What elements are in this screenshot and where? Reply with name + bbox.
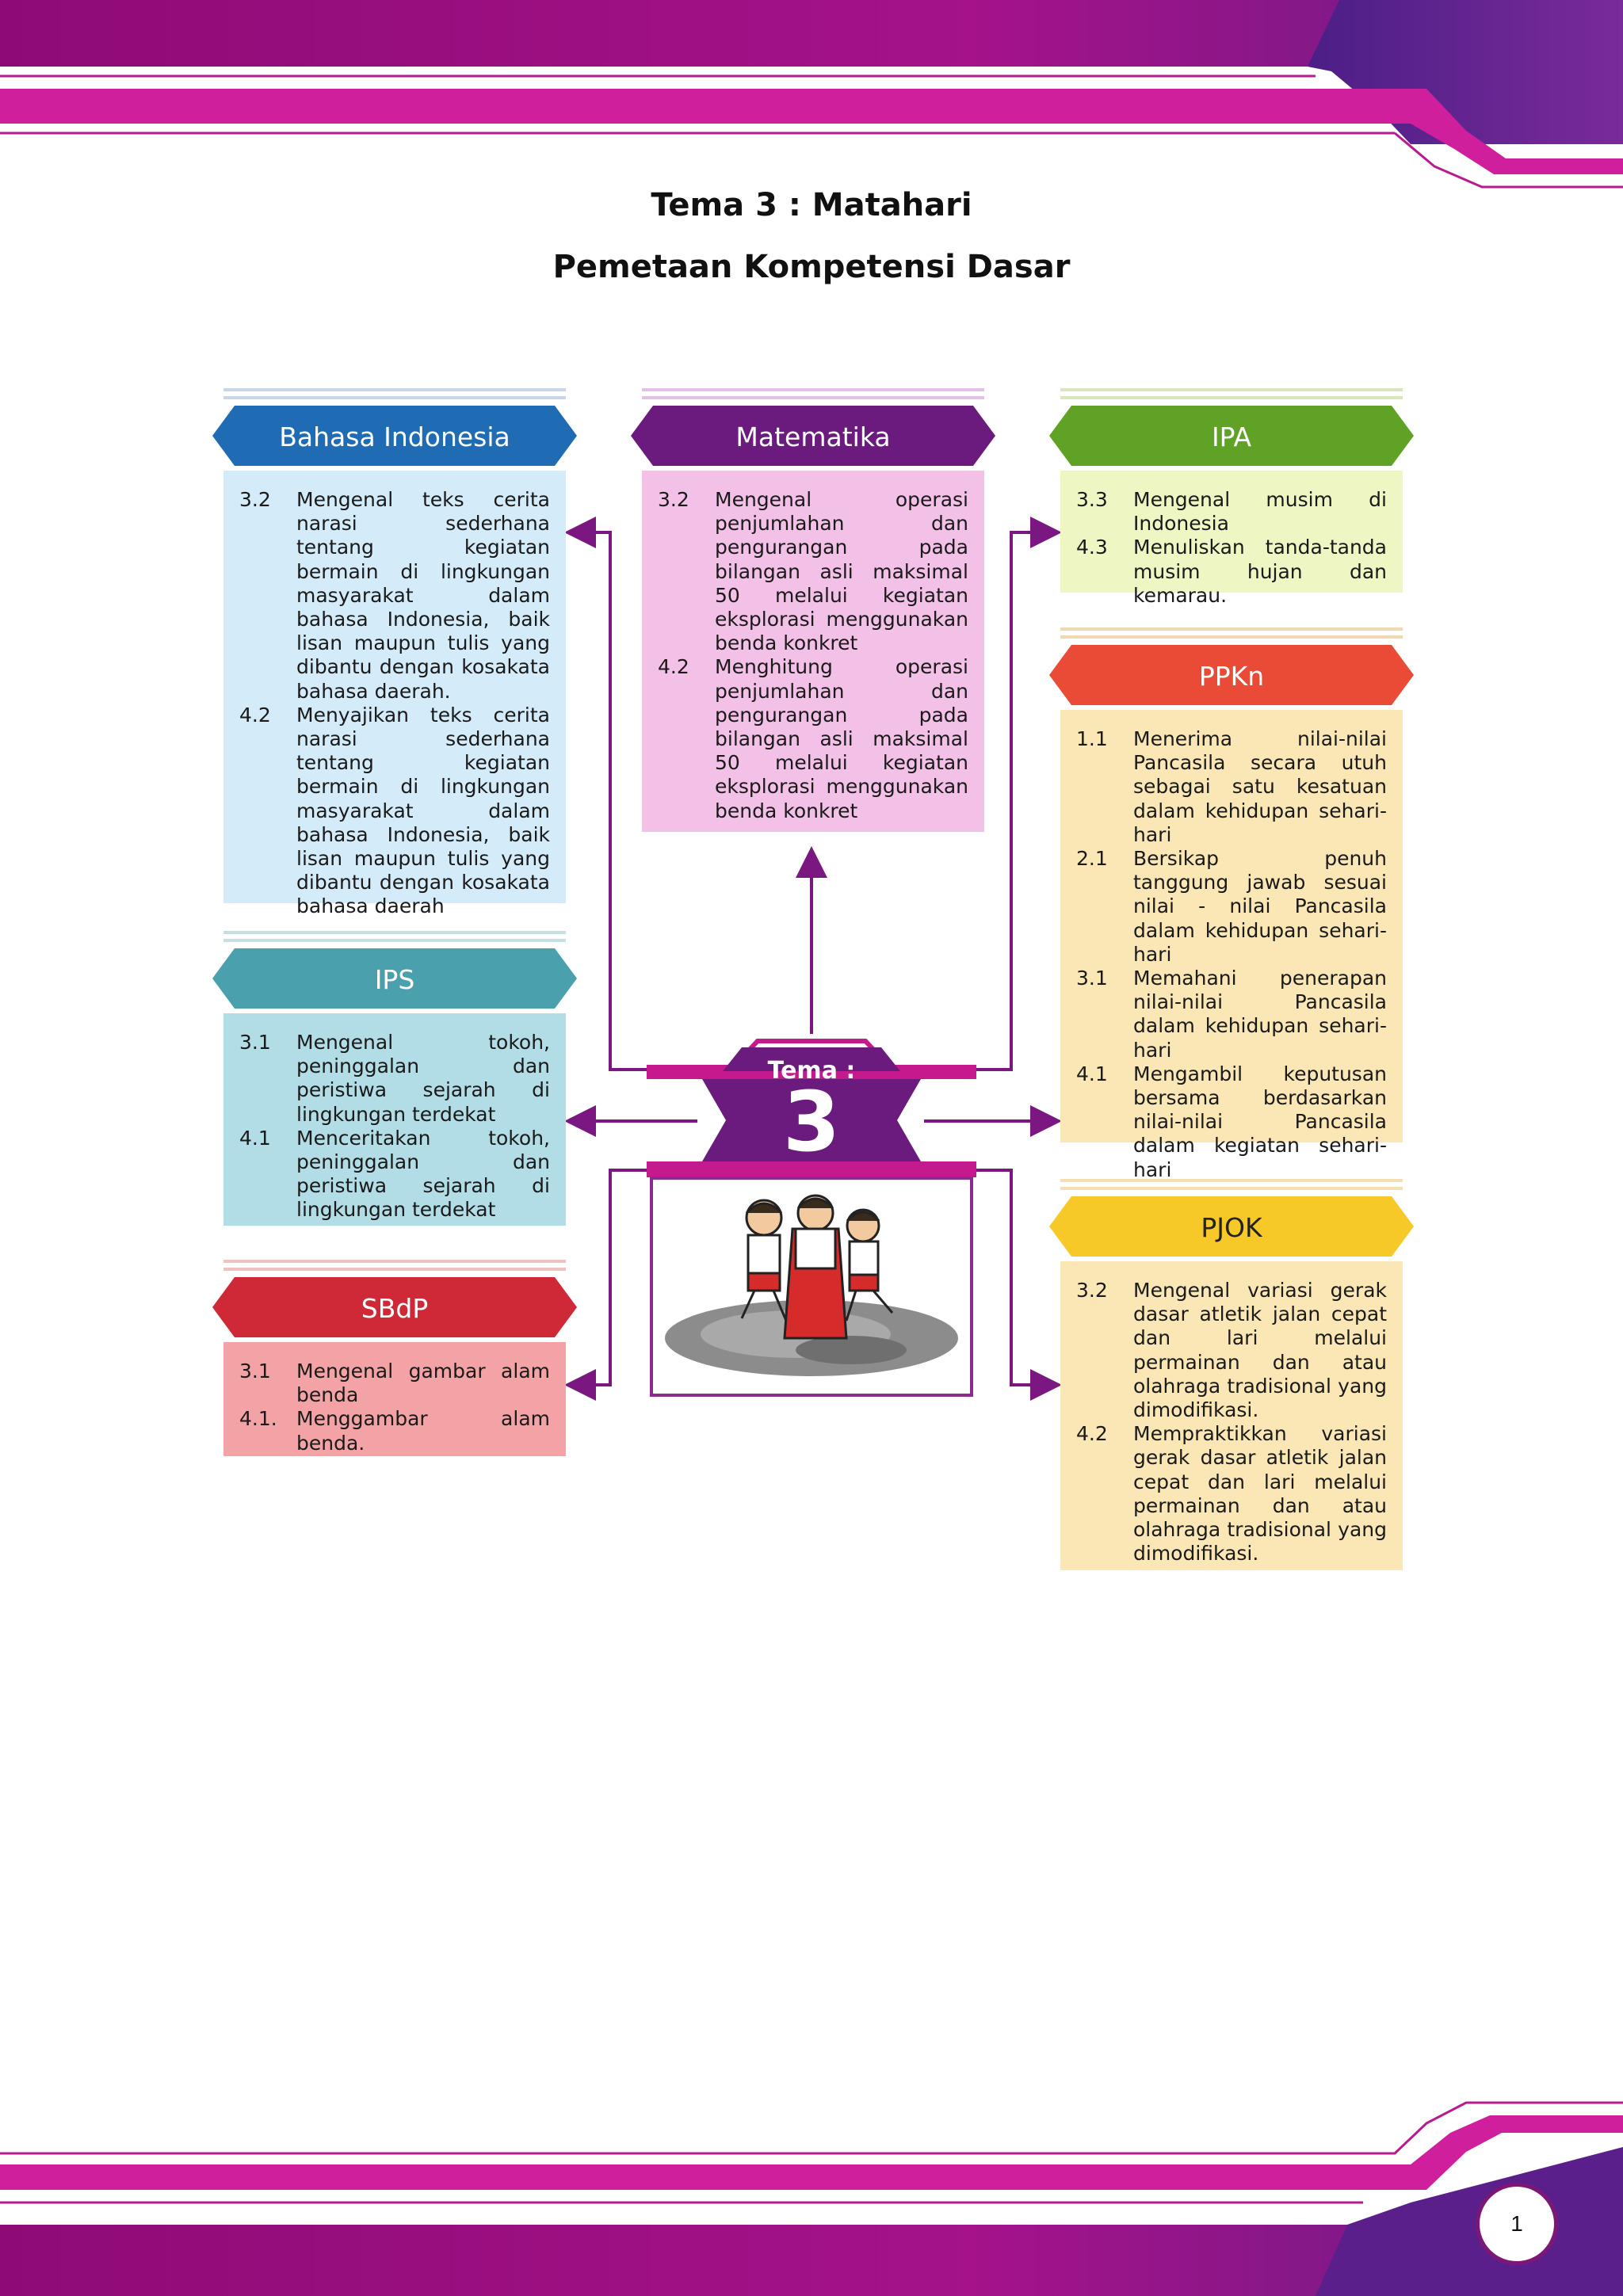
footer-decoration: [0, 2101, 1623, 2296]
page-title: Tema 3 : Matahari: [651, 187, 972, 223]
panel-title: SBdP: [361, 1293, 429, 1324]
connector-lines: [564, 517, 1062, 1401]
children-playing-illustration: [650, 1177, 973, 1397]
panel-title: IPS: [374, 964, 415, 995]
page-subtitle: Pemetaan Kompetensi Dasar: [552, 249, 1071, 285]
panel-title: PPKn: [1198, 661, 1265, 692]
header-decoration: [0, 0, 1623, 189]
panel-title: PJOK: [1201, 1212, 1262, 1243]
banner-ips: IPS: [212, 931, 577, 1013]
banner-matematika: Matematika: [631, 388, 995, 471]
panel-title: Bahasa Indonesia: [279, 421, 510, 452]
banner-ppkn: PPKn: [1049, 627, 1414, 710]
theme-number: 3: [782, 1074, 841, 1170]
panel-title: IPA: [1211, 421, 1252, 452]
theme-badge: Tema : 3: [647, 1027, 976, 1177]
theme-label: Tema :: [767, 1057, 856, 1085]
panel-title: Matematika: [735, 421, 891, 452]
banner-ipa: IPA: [1049, 388, 1414, 471]
banner-pjok: PJOK: [1049, 1179, 1414, 1261]
banner-sbdp: SBdP: [212, 1260, 577, 1342]
kd-item: 4.1.Menggambar alam benda.: [239, 1407, 550, 1455]
page-number: 1: [1476, 2183, 1558, 2265]
banner-bahasa-indonesia: Bahasa Indonesia: [212, 388, 577, 471]
